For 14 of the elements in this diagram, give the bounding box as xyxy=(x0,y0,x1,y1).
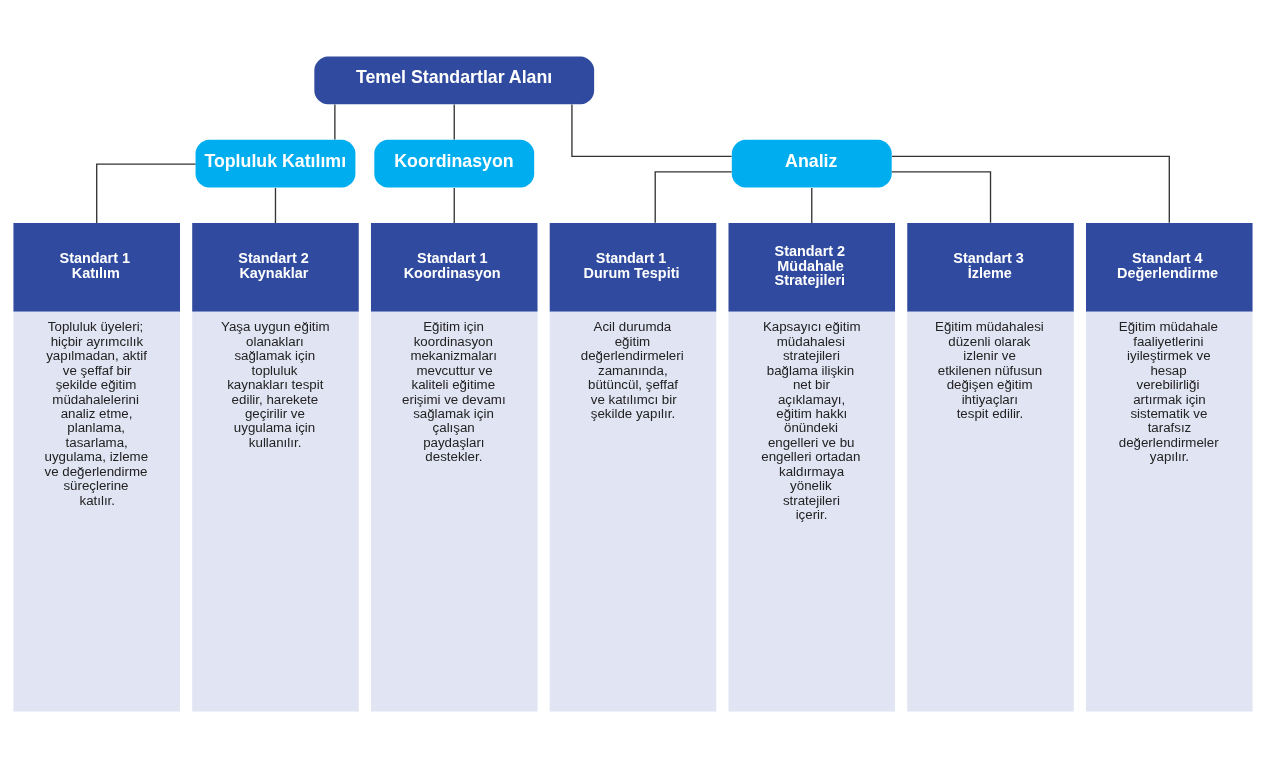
node-box: Analiz xyxy=(731,139,892,187)
connector xyxy=(570,103,732,157)
node-box: Temel Standartlar Alanı xyxy=(313,55,594,104)
connector xyxy=(274,186,276,224)
connector xyxy=(333,103,336,140)
node-box: Koordinasyon xyxy=(373,139,534,187)
node-box: Topluluk Katılımı xyxy=(195,139,355,187)
connector xyxy=(453,186,455,224)
connector xyxy=(810,186,812,224)
connector xyxy=(654,170,732,223)
connector xyxy=(890,170,991,223)
connector xyxy=(890,155,1170,223)
connector xyxy=(453,103,455,140)
connector xyxy=(95,163,196,224)
